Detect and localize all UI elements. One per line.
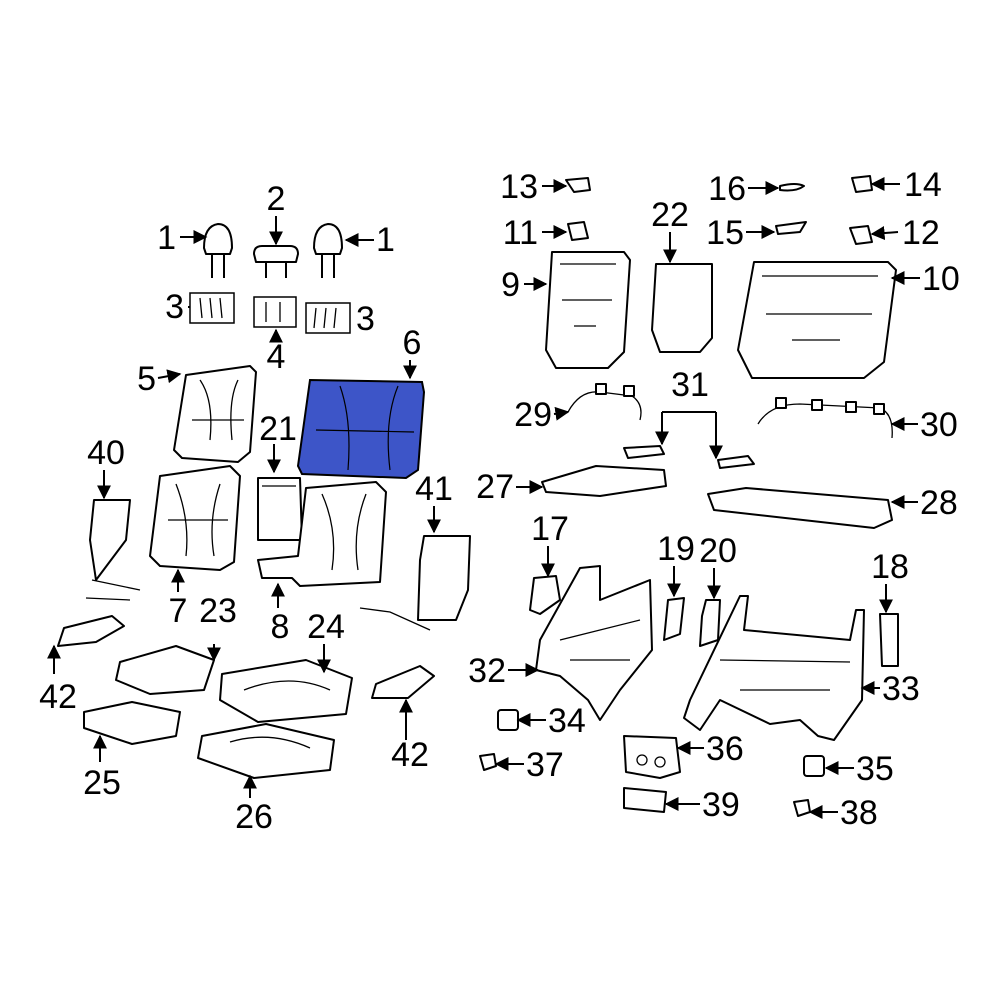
seat-cushion-pad-right[interactable] <box>197 723 335 779</box>
callout-42-right: 42 <box>391 736 429 774</box>
seat-back-pad-right[interactable] <box>257 481 387 587</box>
callout-16: 16 <box>708 170 746 208</box>
callout-11: 11 <box>503 214 538 252</box>
headrest-left[interactable] <box>203 223 233 278</box>
callout-30: 30 <box>920 406 958 444</box>
callout-9: 9 <box>501 266 520 304</box>
callout-2: 2 <box>267 180 286 218</box>
callout-24: 24 <box>307 608 345 646</box>
seat-back-pad-left[interactable] <box>149 465 241 571</box>
cap-38[interactable] <box>793 799 811 817</box>
trim-17[interactable] <box>529 575 561 615</box>
callout-12: 12 <box>902 214 940 252</box>
seat-back-frame-side-left[interactable] <box>85 499 141 601</box>
cover-35[interactable] <box>803 755 825 777</box>
latch-15[interactable] <box>775 221 807 235</box>
headrest-guides-left[interactable] <box>189 292 235 324</box>
seat-trim-panel-left[interactable] <box>57 615 125 647</box>
seat-back-cover-highlighted[interactable] <box>296 378 426 480</box>
callout-27: 27 <box>476 468 514 506</box>
callout-labels: 1 1 2 3 3 4 5 6 7 8 9 10 11 12 13 14 15 … <box>39 166 960 836</box>
callout-10: 10 <box>922 260 960 298</box>
trim-18[interactable] <box>879 613 899 667</box>
headrest-right[interactable] <box>313 223 343 278</box>
seat-trim-panel-right[interactable] <box>371 665 435 699</box>
latch-11[interactable] <box>567 221 589 241</box>
leader-lines <box>47 177 920 819</box>
switch-panel-36[interactable] <box>623 735 681 779</box>
wire-harness-30[interactable] <box>757 397 893 439</box>
callout-35: 35 <box>856 750 894 788</box>
callout-23: 23 <box>199 592 237 630</box>
callout-18: 18 <box>871 548 909 586</box>
callout-38: 38 <box>840 794 878 832</box>
callout-31: 31 <box>671 366 709 404</box>
headrest-guides-right[interactable] <box>305 302 351 334</box>
callout-41: 41 <box>415 470 453 508</box>
seat-back-frame-left[interactable] <box>545 251 631 369</box>
callout-21: 21 <box>259 410 297 448</box>
seat-back-panel[interactable] <box>651 263 713 353</box>
callout-5: 5 <box>137 360 156 398</box>
trim-20[interactable] <box>699 599 721 647</box>
cap-37[interactable] <box>479 753 497 771</box>
callout-1-left: 1 <box>157 219 176 257</box>
callout-6: 6 <box>403 324 422 362</box>
bezel-39[interactable] <box>623 787 667 813</box>
rail-28[interactable] <box>707 487 893 529</box>
seat-cushion-pad-left[interactable] <box>83 701 181 745</box>
callout-17: 17 <box>531 510 569 548</box>
latch-12[interactable] <box>849 225 873 245</box>
seat-cushion-cover-right[interactable] <box>219 659 353 723</box>
callout-36: 36 <box>706 730 744 768</box>
callout-13: 13 <box>500 168 538 206</box>
bracket-31-right[interactable] <box>717 455 755 469</box>
callout-4: 4 <box>267 338 286 376</box>
seat-back-panel-center[interactable] <box>257 477 303 541</box>
callout-14: 14 <box>904 166 942 204</box>
latch-14[interactable] <box>851 175 873 193</box>
seat-back-frame-side-right[interactable] <box>359 535 471 631</box>
callout-26: 26 <box>235 798 273 836</box>
callout-1-right: 1 <box>376 221 395 259</box>
rail-27[interactable] <box>541 465 667 497</box>
headrest-center[interactable] <box>253 245 299 278</box>
callout-28: 28 <box>920 484 958 522</box>
latch-16[interactable] <box>779 183 805 192</box>
seat-back-frame-right[interactable] <box>737 261 897 379</box>
callout-29: 29 <box>514 396 552 434</box>
headrest-guides-center[interactable] <box>253 296 297 328</box>
callout-19: 19 <box>657 530 695 568</box>
callout-42-left: 42 <box>39 678 77 716</box>
bracket-31-left[interactable] <box>623 445 665 459</box>
callout-33: 33 <box>882 670 920 708</box>
seat-frame-left[interactable] <box>535 565 653 721</box>
callout-3-left: 3 <box>165 288 184 326</box>
callout-22: 22 <box>651 196 689 234</box>
callout-34: 34 <box>548 702 586 740</box>
latch-13[interactable] <box>565 177 591 193</box>
callout-39: 39 <box>702 786 740 824</box>
callout-37: 37 <box>526 746 564 784</box>
seat-frame-right[interactable] <box>683 595 865 741</box>
callout-32: 32 <box>468 652 506 690</box>
seat-back-cover-left[interactable] <box>173 365 257 463</box>
callout-8: 8 <box>271 608 290 646</box>
callout-3-right: 3 <box>356 300 375 338</box>
callout-15: 15 <box>706 214 744 252</box>
callout-25: 25 <box>83 764 121 802</box>
callout-40: 40 <box>87 434 125 472</box>
wire-harness-29[interactable] <box>567 383 642 421</box>
callout-7: 7 <box>169 592 188 630</box>
callout-20: 20 <box>699 532 737 570</box>
trim-19[interactable] <box>663 597 685 641</box>
seat-cushion-cover-center[interactable] <box>115 645 215 695</box>
cover-34[interactable] <box>497 709 519 731</box>
